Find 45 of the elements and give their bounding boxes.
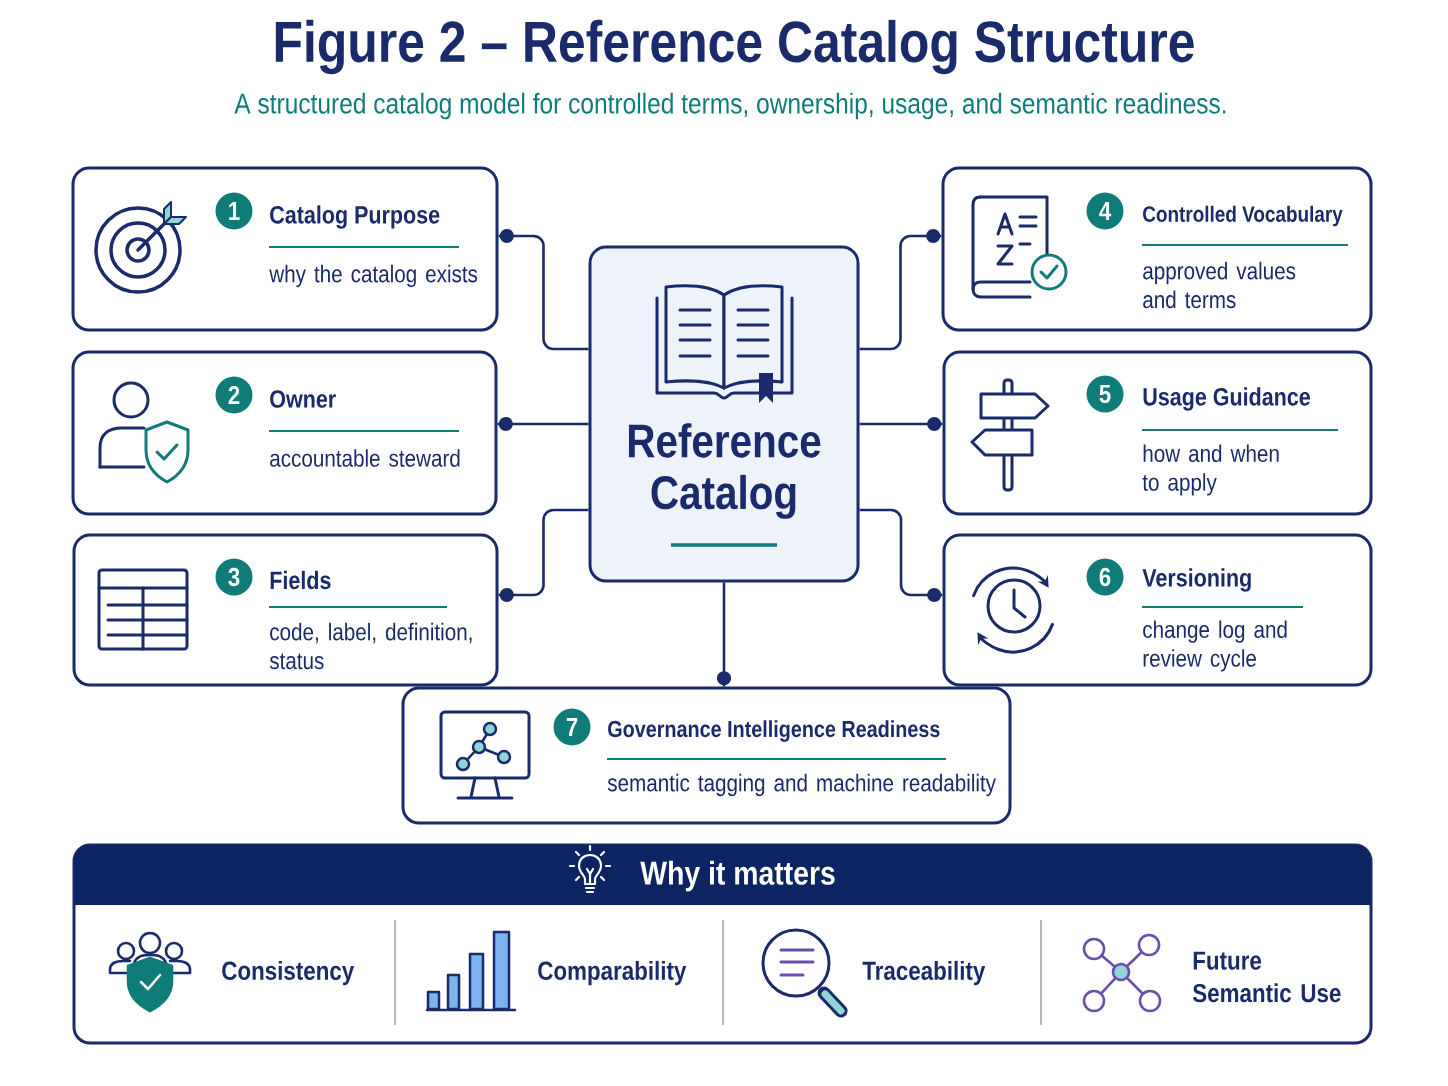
- card-heading: Owner: [270, 390, 336, 408]
- benefit-label: Consistency: [222, 960, 355, 986]
- info-card: [942, 533, 1373, 687]
- info-card: [72, 533, 499, 687]
- card-heading: Versioning: [1142, 568, 1251, 592]
- benefit-label: Traceability: [862, 960, 986, 986]
- benefit-label: Comparability: [538, 960, 687, 986]
- card-heading: Usage Guidance: [1143, 387, 1310, 411]
- card-description: how and when to apply: [1142, 444, 1279, 496]
- info-card: [941, 166, 1373, 332]
- card-heading: Fields: [270, 570, 331, 590]
- connector: [498, 229, 589, 351]
- connector: [498, 508, 589, 602]
- card-description: semantic tagging and machine readability: [607, 773, 996, 797]
- number-badge: 6: [1086, 558, 1124, 596]
- card-description: approved values and terms: [1143, 261, 1296, 309]
- number-badge: 2: [215, 376, 253, 414]
- info-card: [71, 166, 499, 332]
- card-heading: Governance Intelligence Readiness: [608, 720, 940, 742]
- title: Figure 2 – Reference Catalog Structure: [275, 19, 1194, 75]
- card-description: accountable steward: [270, 449, 460, 467]
- hub-box: [588, 245, 860, 583]
- card-description: why the catalog exists: [269, 264, 478, 288]
- card-heading: Controlled Vocabulary: [1143, 205, 1343, 227]
- number-badge: 7: [553, 708, 591, 746]
- info-card: [942, 350, 1373, 516]
- connector: [859, 229, 942, 351]
- card-description: change log and review cycle: [1143, 620, 1287, 672]
- number-badge: 4: [1086, 192, 1124, 230]
- section-heading: Why it matters: [640, 860, 835, 892]
- subtitle: A structured catalog model for controlled terms, ownership, usage, and semantic readiness.: [234, 92, 1226, 120]
- benefit-label: Future Semantic Use: [1192, 951, 1341, 1003]
- connector: [717, 582, 731, 687]
- connector: [859, 508, 943, 602]
- connector: [497, 417, 589, 431]
- panel: [72, 843, 1373, 1045]
- number-badge: 1: [215, 192, 253, 230]
- hub-title: Reference Catalog: [628, 423, 821, 519]
- card-heading: Catalog Purpose: [270, 205, 440, 229]
- info-card: [401, 686, 1012, 825]
- number-badge: 5: [1086, 375, 1124, 413]
- card-description: code, label, definition, status: [269, 622, 472, 670]
- connector: [859, 417, 943, 431]
- info-card: [71, 350, 498, 516]
- number-badge: 3: [215, 558, 253, 596]
